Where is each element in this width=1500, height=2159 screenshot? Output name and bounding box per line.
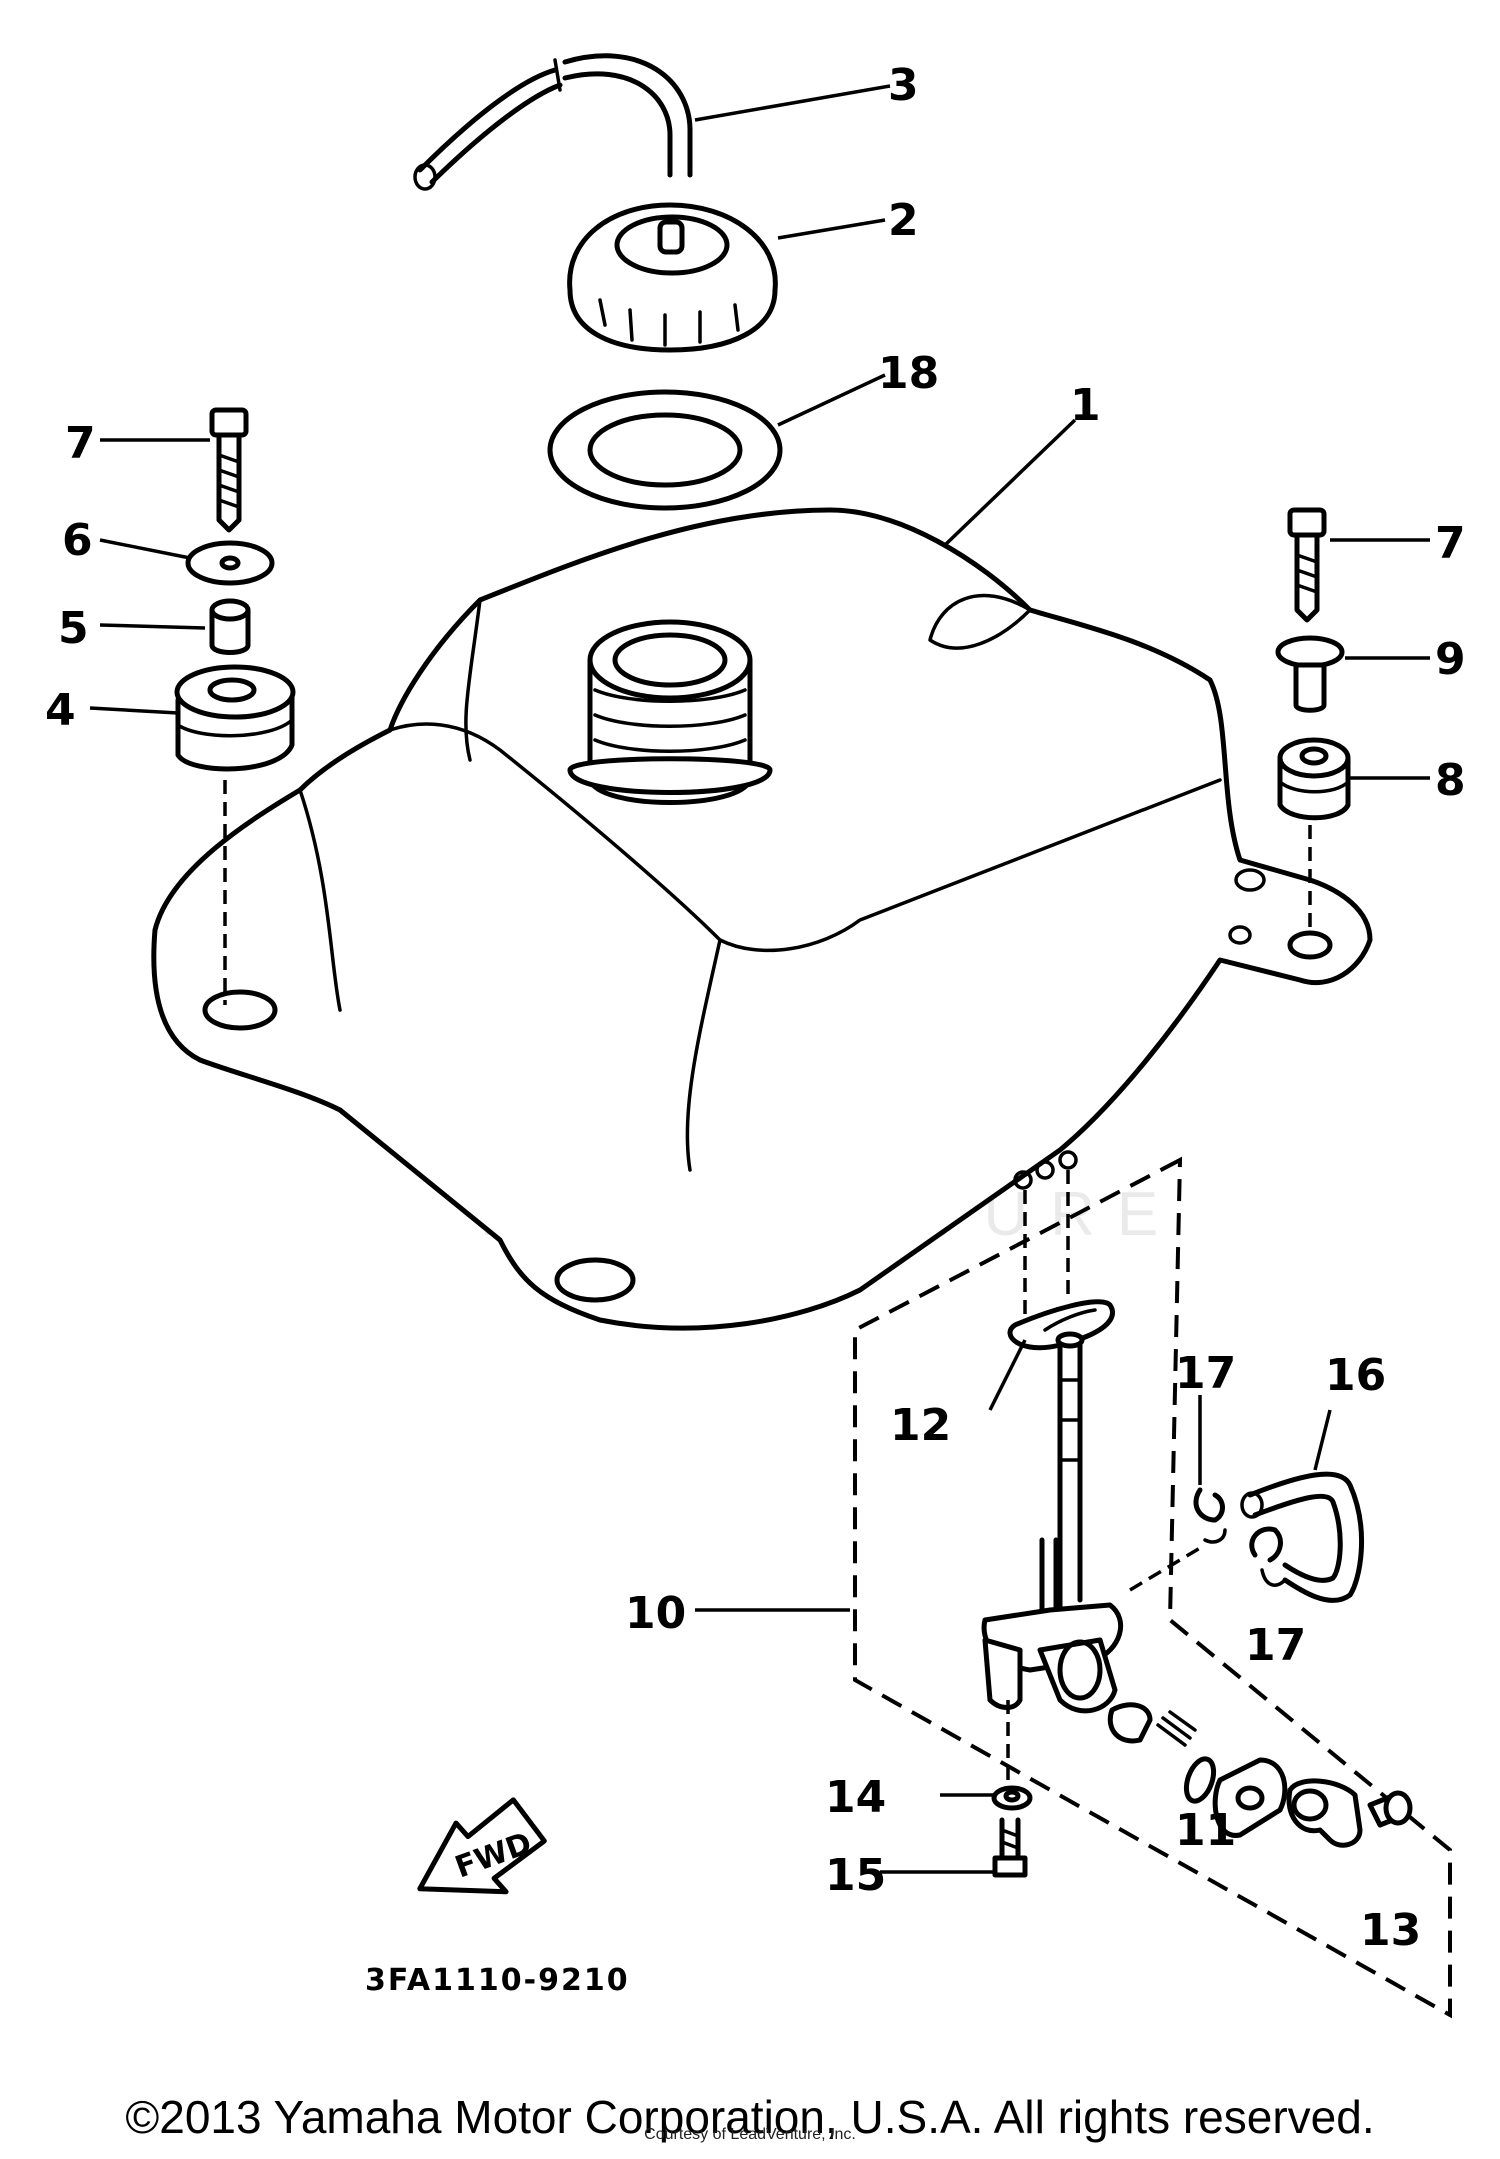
callout-11: 11	[1175, 1805, 1236, 1856]
petcock-cover-plate	[1212, 1757, 1288, 1838]
part-3-breather-hose	[413, 53, 693, 191]
callout-7-right: 7	[1435, 518, 1466, 569]
part-7-bolt-right	[1287, 507, 1327, 623]
part-6-washer	[185, 540, 275, 586]
callout-17-upper: 17	[1175, 1348, 1236, 1399]
callout-9: 9	[1435, 634, 1466, 685]
callout-17-lower: 17	[1245, 1620, 1306, 1671]
part-11-o-ring	[1107, 1702, 1217, 1804]
callout-2: 2	[888, 195, 919, 246]
part-8-damper	[1277, 737, 1351, 821]
part-12-screw	[1367, 1790, 1413, 1828]
callout-16: 16	[1325, 1350, 1386, 1401]
callout-18: 18	[878, 348, 939, 399]
callout-6: 6	[62, 515, 93, 566]
callout-numbers: 3 2 18 1 7 6 5 4 7 9 8 12 10 17 16 17 11…	[45, 60, 1466, 1956]
callout-8: 8	[1435, 755, 1466, 806]
part-16-fuel-hose	[1240, 1471, 1364, 1603]
part-10-fuel-cock	[981, 1331, 1206, 1714]
callout-3: 3	[888, 60, 919, 111]
diagram-code: 3FA1110-9210	[365, 1963, 630, 1998]
part-1-fuel-tank	[151, 507, 1373, 1331]
callout-7-left: 7	[65, 418, 96, 469]
callout-5: 5	[58, 603, 89, 654]
part-18-cap-gasket	[547, 389, 783, 511]
callout-leader-lines	[89, 84, 1430, 1874]
callout-4: 4	[45, 685, 76, 736]
part-15-drain-bolt	[992, 1817, 1028, 1878]
part-2-fuel-cap	[567, 202, 778, 353]
part-7-bolt-left	[209, 407, 249, 533]
callout-10: 10	[625, 1588, 686, 1639]
callout-12: 13	[1360, 1905, 1421, 1956]
callout-1: 1	[1070, 380, 1101, 431]
part-14-washer	[991, 1700, 1033, 1811]
callout-13: 12	[890, 1400, 951, 1451]
part-17-hose-clip-upper	[1193, 1487, 1227, 1544]
part-13-petcock-gasket	[1007, 1150, 1115, 1351]
petcock-lever	[1286, 1778, 1363, 1848]
part-9-collar	[1275, 635, 1345, 713]
copyright-notice: ©2013 Yamaha Motor Corporation, U.S.A. A…	[125, 2091, 1375, 2143]
courtesy-note: Courtesy of LeadVenture, Inc.	[644, 2126, 856, 2143]
part-5-collar	[209, 598, 251, 655]
part-4-damper	[174, 664, 296, 772]
part-17-hose-clip-lower	[1249, 1526, 1287, 1587]
callout-15: 15	[825, 1850, 886, 1901]
callout-14: 14	[825, 1772, 886, 1823]
petcock-assembly-frame	[853, 1156, 1452, 2019]
forward-direction-arrow: FWD	[417, 1797, 547, 1895]
